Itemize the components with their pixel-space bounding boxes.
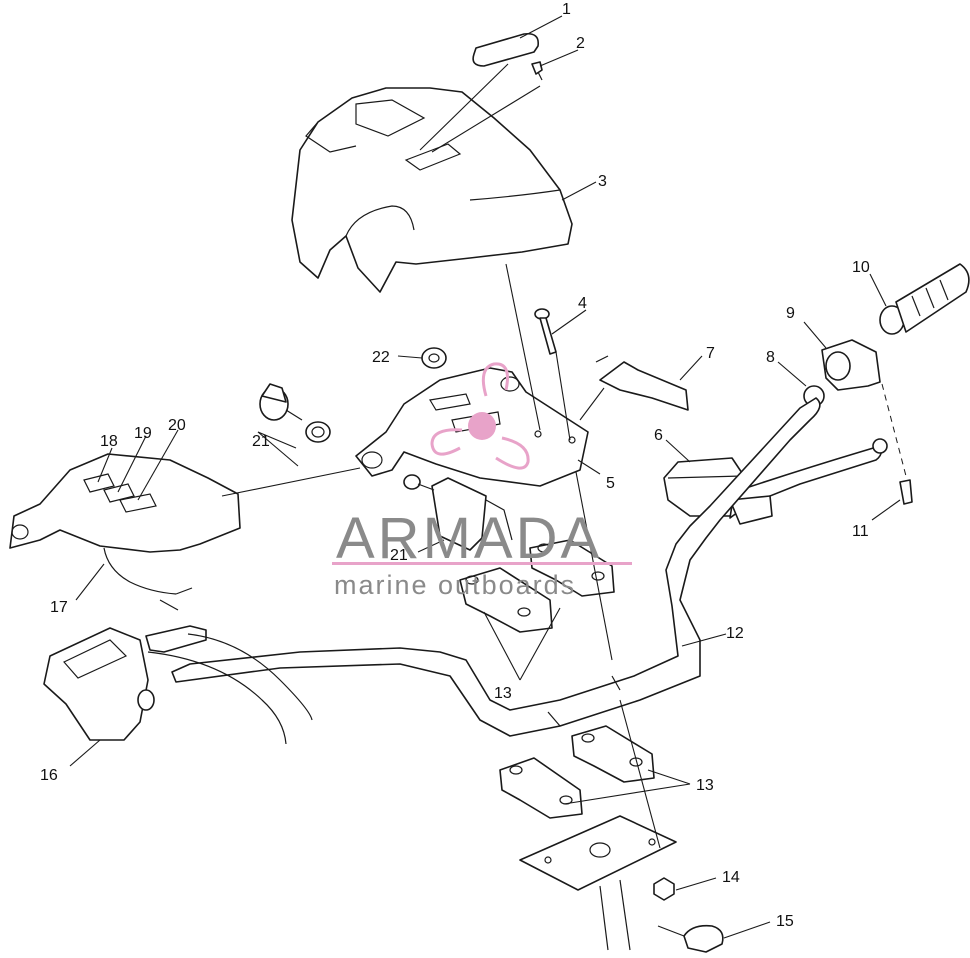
lower-clamp-b [571, 725, 655, 783]
callout-16: 16 [40, 767, 58, 784]
callout-19: 19 [134, 425, 152, 442]
decal-part [472, 32, 540, 67]
callout-1: 1 [562, 1, 571, 18]
callout-4: 4 [578, 295, 587, 312]
watermark-name: ARMADA [336, 506, 602, 571]
lower-mount-plate [519, 815, 677, 951]
callout-13-lower: 13 [696, 777, 714, 794]
cable-plunger [595, 355, 689, 411]
callout-9: 9 [786, 305, 795, 322]
callout-22: 22 [372, 349, 390, 366]
propeller-logo-icon [430, 362, 530, 470]
throttle-housing [821, 339, 881, 391]
switch-upper [259, 383, 303, 421]
hose-clamp [683, 924, 724, 953]
upper-clamp-a [459, 567, 553, 633]
callout-8: 8 [766, 349, 775, 366]
hand-grip [879, 263, 970, 335]
callout-numbers: 1 2 3 4 5 6 7 8 9 10 11 12 13 13 14 15 1… [40, 1, 870, 930]
handlebar [171, 397, 821, 737]
lower-clamp-a [499, 757, 583, 819]
headlight-pod-cover [291, 87, 573, 293]
callout-3: 3 [598, 173, 607, 190]
callout-2: 2 [576, 35, 585, 52]
callout-14: 14 [722, 869, 740, 886]
lever-screw [899, 479, 913, 505]
assembly-lines [221, 63, 685, 937]
left-control-assembly [43, 625, 313, 745]
switch-plate [9, 453, 241, 611]
brake-lever [729, 438, 888, 525]
watermark-subtitle: marine outboards [334, 570, 576, 600]
callout-7: 7 [706, 345, 715, 362]
grommet-part [421, 347, 447, 369]
callout-12: 12 [726, 625, 744, 642]
callout-21-upper: 21 [252, 433, 270, 450]
bolt-part [534, 308, 557, 355]
callout-17: 17 [50, 599, 68, 616]
callout-20: 20 [168, 417, 186, 434]
upper-clamp-b [529, 539, 615, 597]
switch-lower [403, 474, 513, 551]
callout-10: 10 [852, 259, 870, 276]
watermark-rule [332, 562, 632, 565]
watermark: ARMADA marine outboards [332, 362, 632, 600]
callout-15: 15 [776, 913, 794, 930]
callout-13-upper: 13 [494, 685, 512, 702]
callout-6: 6 [654, 427, 663, 444]
assembly-line-11 [881, 383, 907, 477]
nut-part [653, 877, 675, 901]
callout-5: 5 [606, 475, 615, 492]
callout-18: 18 [100, 433, 118, 450]
screw-part [531, 61, 543, 81]
callout-21-lower: 21 [390, 547, 408, 564]
switch-nut [305, 421, 331, 443]
callout-leaders [69, 15, 901, 939]
callout-11: 11 [852, 523, 869, 540]
